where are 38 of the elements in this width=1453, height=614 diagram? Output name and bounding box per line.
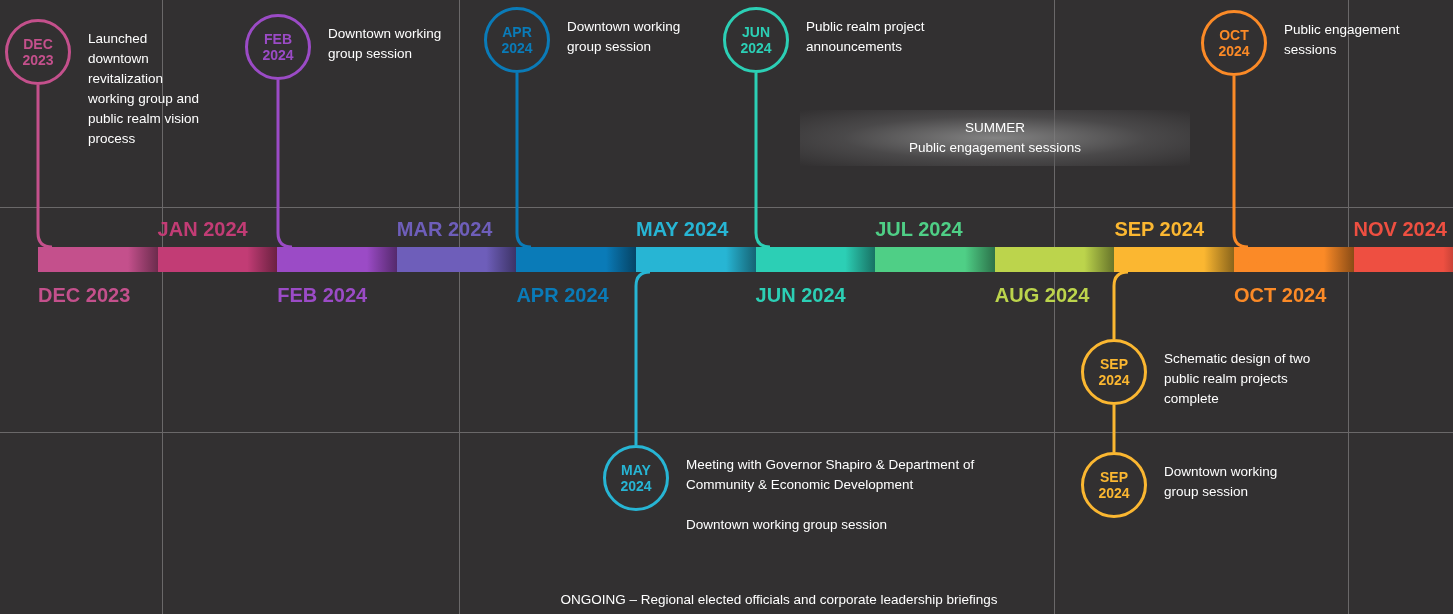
month-label: MAR 2024 (396, 217, 493, 241)
event-description: Meeting with Governor Shapiro & Department of Community & Economic Development (686, 456, 976, 494)
event-description: Downtown working group session (567, 18, 682, 56)
month-label: JUL 2024 (875, 217, 963, 241)
date-label: MAY 2024 (619, 462, 653, 494)
date-label: APR 2024 (500, 24, 534, 56)
month-label: FEB 2024 (277, 283, 368, 307)
month-label: MAY 2024 (636, 217, 729, 241)
connector-line (36, 85, 53, 249)
note-text: ONGOING – Regional elected officials and corporate leadership briefings (559, 592, 999, 607)
connector-line (276, 80, 293, 249)
connector-line (1112, 405, 1116, 452)
event-description: Public realm project announcements (806, 18, 926, 56)
month-label: OCT 2024 (1234, 283, 1327, 307)
date-label: SEP 2024 (1097, 356, 1131, 388)
event-description: Downtown working group session (686, 516, 889, 534)
month-label: SEP 2024 (1114, 217, 1205, 241)
month-label: APR 2024 (516, 283, 609, 307)
date-label: JUN 2024 (739, 24, 773, 56)
date-label: FEB 2024 (261, 31, 295, 63)
month-label: NOV 2024 (1353, 217, 1447, 241)
date-label: OCT 2024 (1217, 27, 1251, 59)
month-label: JUN 2024 (755, 283, 846, 307)
month-label: AUG 2024 (994, 283, 1090, 307)
connector-line (634, 270, 651, 445)
event-description: Schematic design of two public realm projects complete (1164, 350, 1312, 408)
connector-line (1112, 270, 1129, 339)
month-label: JAN 2024 (157, 217, 248, 241)
season-band (800, 110, 1190, 166)
event-description: Downtown working group session (1164, 463, 1279, 501)
season-text: SUMMER (965, 119, 1025, 137)
date-label: DEC 2023 (21, 36, 55, 68)
season-text: Public engagement sessions (909, 139, 1081, 157)
event-description: Launched downtown revitalization working group and public realm vision process (88, 30, 201, 148)
month-label: DEC 2023 (38, 283, 131, 307)
event-description: Public engagement sessions (1284, 21, 1401, 59)
event-description: Downtown working group session (328, 25, 443, 63)
date-label: SEP 2024 (1097, 469, 1131, 501)
